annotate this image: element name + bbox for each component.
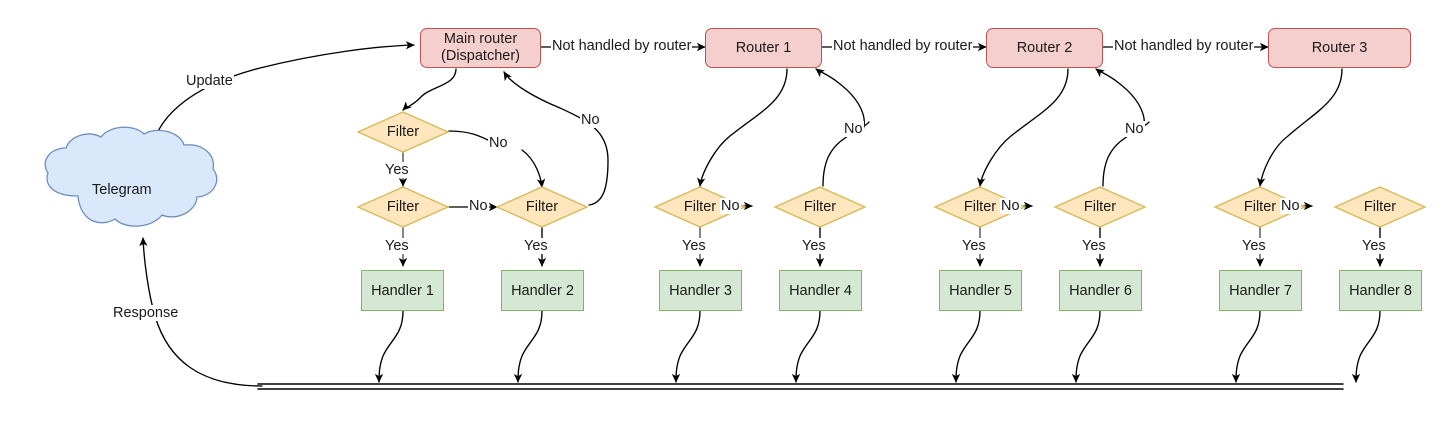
main-router-line1: Main router — [443, 31, 518, 47]
filter-diamond — [356, 186, 450, 228]
handler-3-label: Handler 3 — [669, 282, 732, 299]
edge-label-not-handled-3: Not handled by router — [1113, 38, 1255, 54]
filter-diamond — [1053, 186, 1147, 228]
edge-label-yes-7: Yes — [1241, 238, 1267, 254]
node-handler-2[interactable]: Handler 2 — [501, 270, 584, 311]
handler-6-label: Handler 6 — [1069, 282, 1132, 299]
node-router-2[interactable]: Router 2 — [986, 28, 1103, 68]
edge-label-no-1: No — [468, 198, 489, 214]
edge-label-response: Response — [112, 305, 180, 321]
edge-label-yes-2: Yes — [523, 238, 549, 254]
node-handler-1[interactable]: Handler 1 — [361, 270, 444, 311]
edge-label-yes-1: Yes — [384, 238, 410, 254]
filter-diamond — [495, 186, 589, 228]
edge-label-no-3: No — [1000, 198, 1021, 214]
handler-8-label: Handler 8 — [1349, 282, 1412, 299]
handler-5-label: Handler 5 — [949, 282, 1012, 299]
edge-label-no-back-2: No — [843, 121, 864, 137]
handler-7-label: Handler 7 — [1229, 282, 1292, 299]
node-router-1[interactable]: Router 1 — [705, 28, 822, 68]
edge-label-yes-6: Yes — [1081, 238, 1107, 254]
edge-label-no-2: No — [720, 198, 741, 214]
main-router-line2: (Dispatcher) — [441, 48, 520, 64]
node-handler-6[interactable]: Handler 6 — [1059, 270, 1142, 311]
filter-diamond — [356, 111, 450, 153]
edge-label-yes-a: Yes — [384, 162, 410, 178]
telegram-label: Telegram — [92, 182, 152, 198]
edge-label-yes-4: Yes — [801, 238, 827, 254]
edge-label-yes-5: Yes — [961, 238, 987, 254]
node-handler-4[interactable]: Handler 4 — [779, 270, 862, 311]
edge-label-no-back-1: No — [580, 112, 601, 128]
edge-label-yes-3: Yes — [681, 238, 707, 254]
node-handler-8[interactable]: Handler 8 — [1339, 270, 1422, 311]
router-2-label: Router 2 — [1016, 39, 1073, 56]
edge-label-no-back-3: No — [1124, 121, 1145, 137]
edge-label-not-handled-2: Not handled by router — [832, 38, 974, 54]
edge-label-yes-8: Yes — [1361, 238, 1387, 254]
telegram-cloud-shape — [44, 126, 218, 227]
filter-diamond — [773, 186, 867, 228]
node-handler-7[interactable]: Handler 7 — [1219, 270, 1302, 311]
node-handler-5[interactable]: Handler 5 — [939, 270, 1022, 311]
node-router-3[interactable]: Router 3 — [1268, 28, 1411, 68]
handler-4-label: Handler 4 — [789, 282, 852, 299]
node-main-router[interactable]: Main router (Dispatcher) — [420, 28, 541, 68]
filter-diamond — [1333, 186, 1427, 228]
edge-label-update: Update — [185, 73, 234, 89]
edge-label-no-4: No — [1280, 198, 1301, 214]
router-1-label: Router 1 — [735, 39, 792, 56]
handler-1-label: Handler 1 — [371, 282, 434, 299]
router-3-label: Router 3 — [1311, 39, 1368, 56]
edge-label-not-handled-1: Not handled by router — [551, 38, 693, 54]
node-handler-3[interactable]: Handler 3 — [659, 270, 742, 311]
edge-label-no-a: No — [488, 135, 509, 151]
handler-2-label: Handler 2 — [511, 282, 574, 299]
